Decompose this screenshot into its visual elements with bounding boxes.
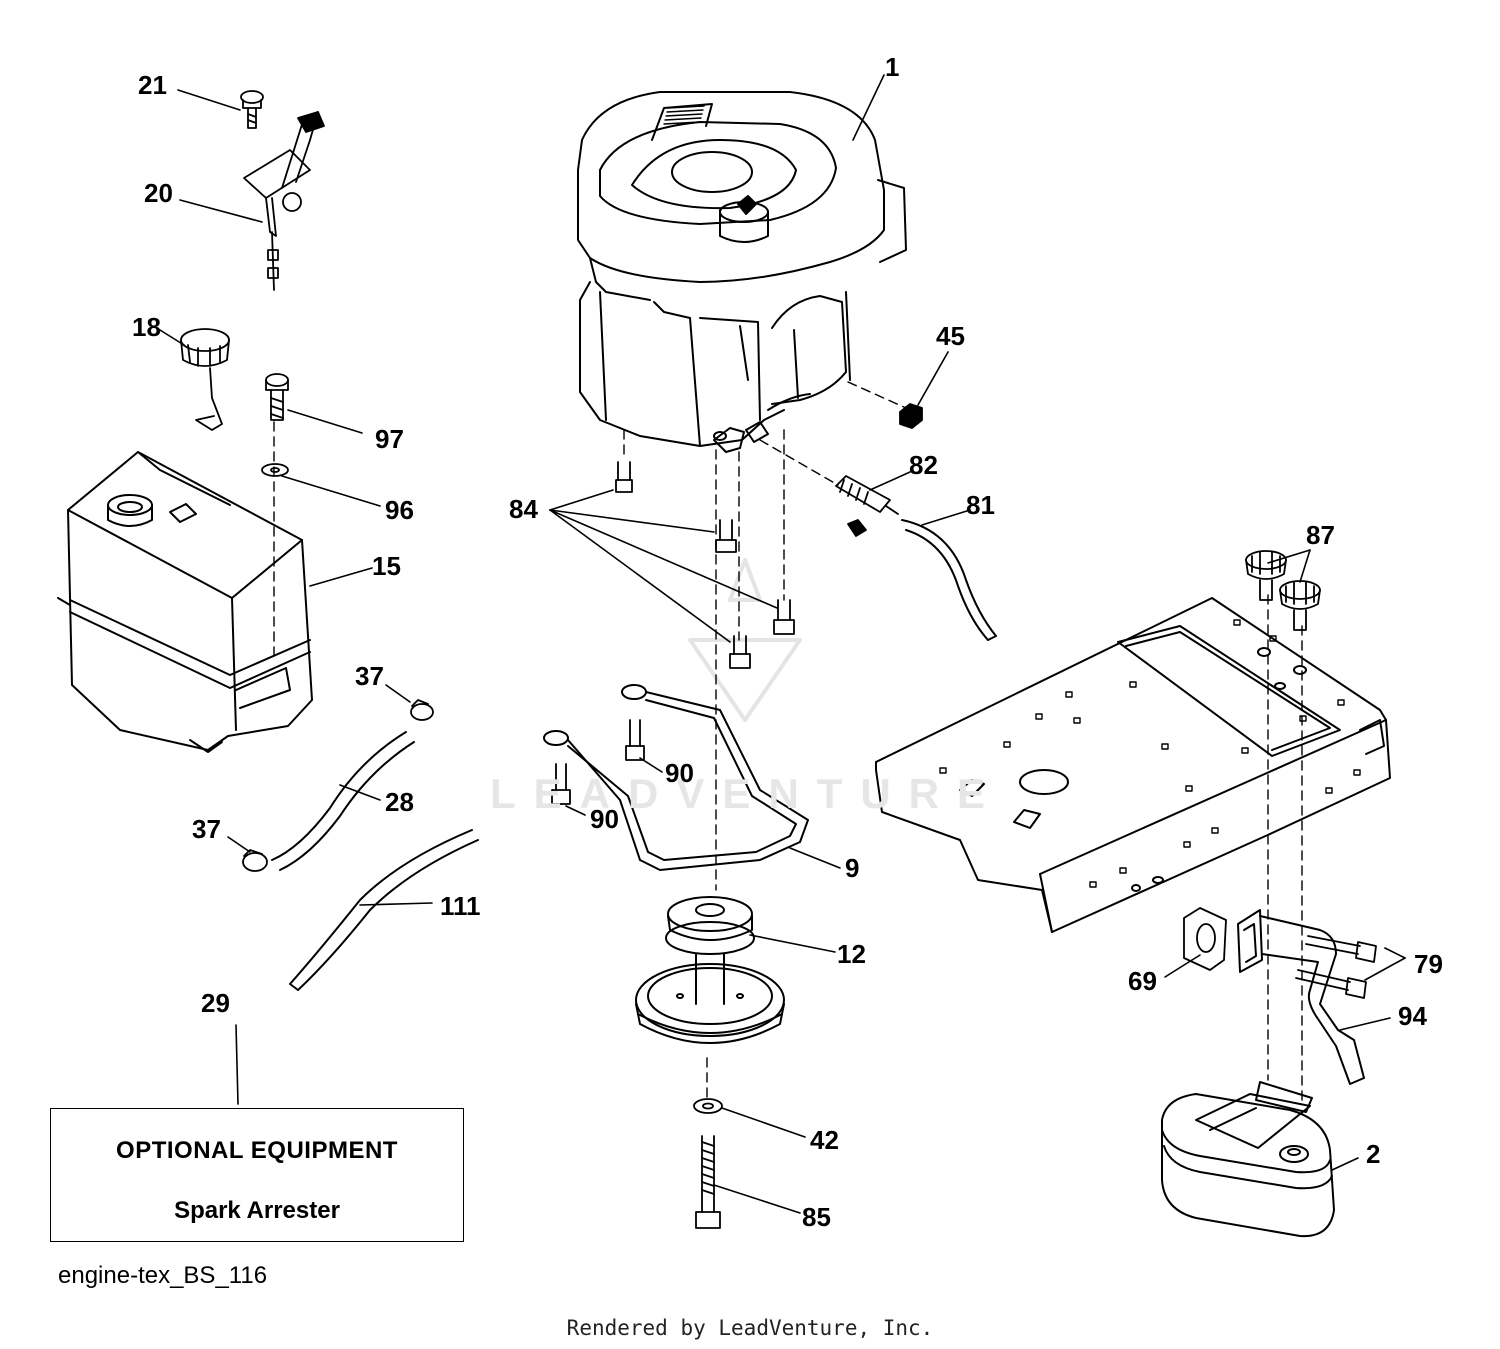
callout-111: 111 [440, 891, 481, 921]
washer-42 [693, 1098, 723, 1114]
callout-45: 45 [936, 321, 965, 351]
callout-90-lower: 90 [590, 804, 619, 834]
knob-87-left [1245, 550, 1287, 601]
callout-28: 28 [385, 787, 414, 817]
watermark-text: LEADVENTURE [490, 770, 1004, 817]
callout-42: 42 [810, 1125, 839, 1155]
knob-87-right [1279, 580, 1321, 631]
callout-82: 82 [909, 450, 938, 480]
callout-69: 69 [1128, 966, 1157, 996]
callout-96: 96 [385, 495, 414, 525]
callout-87: 87 [1306, 520, 1335, 550]
nut-45 [899, 403, 923, 429]
screw-21 [240, 90, 264, 129]
bolts-79 [1295, 935, 1377, 999]
bolt-85 [695, 1135, 721, 1229]
optional-equipment-title: OPTIONAL EQUIPMENT [116, 1137, 398, 1164]
callout-90-upper: 90 [665, 758, 694, 788]
muffler-2 [1161, 1081, 1335, 1238]
engine-mounting-plate [875, 597, 1391, 933]
bolt-97 [265, 373, 289, 421]
diagram-id: engine-tex_BS_116 [58, 1262, 268, 1289]
belt-guide-9 [543, 684, 809, 871]
callout-81: 81 [966, 490, 995, 520]
hose-28 [271, 731, 415, 871]
callout-37-lower: 37 [192, 814, 221, 844]
optional-equipment-box: OPTIONAL EQUIPMENT Spark Arrester [50, 1108, 464, 1242]
clamp-37-lower [242, 849, 268, 872]
callout-20: 20 [144, 178, 173, 208]
callout-18: 18 [132, 312, 161, 342]
callout-12: 12 [837, 939, 866, 969]
callout-37-upper: 37 [355, 661, 384, 691]
callout-15: 15 [372, 551, 401, 581]
fuel-cap-18 [180, 328, 230, 431]
callout-85: 85 [802, 1202, 831, 1232]
throttle-control-20 [243, 111, 325, 291]
fuel-tank-15 [57, 451, 313, 753]
pulley-12 [635, 896, 785, 1044]
callout-84: 84 [509, 494, 538, 524]
optional-equipment-item: Spark Arrester [174, 1197, 340, 1224]
bolt-90-lower [551, 763, 571, 805]
callout-29: 29 [201, 988, 230, 1018]
callout-79: 79 [1414, 949, 1443, 979]
callout-2: 2 [1366, 1139, 1381, 1169]
clamp-37-upper [410, 699, 434, 721]
exhaust-pipe-94 [1237, 909, 1365, 1085]
bolt-90-upper [625, 719, 645, 761]
callout-21: 21 [138, 70, 167, 100]
callout-9: 9 [845, 853, 860, 883]
fuel-filter-82 [835, 475, 899, 537]
callout-97: 97 [375, 424, 404, 454]
gasket-69 [1183, 907, 1227, 971]
watermark-logo [688, 558, 802, 722]
fuel-line-81 [901, 519, 997, 641]
hose-111 [289, 829, 479, 991]
leader-lines [159, 74, 1406, 1214]
engine-1 [577, 91, 907, 453]
render-credit: Rendered by LeadVenture, Inc. [566, 1316, 934, 1340]
callout-1: 1 [885, 52, 900, 82]
washer-96 [261, 463, 289, 477]
callout-94: 94 [1398, 1001, 1427, 1031]
bolts-84 [615, 461, 795, 669]
